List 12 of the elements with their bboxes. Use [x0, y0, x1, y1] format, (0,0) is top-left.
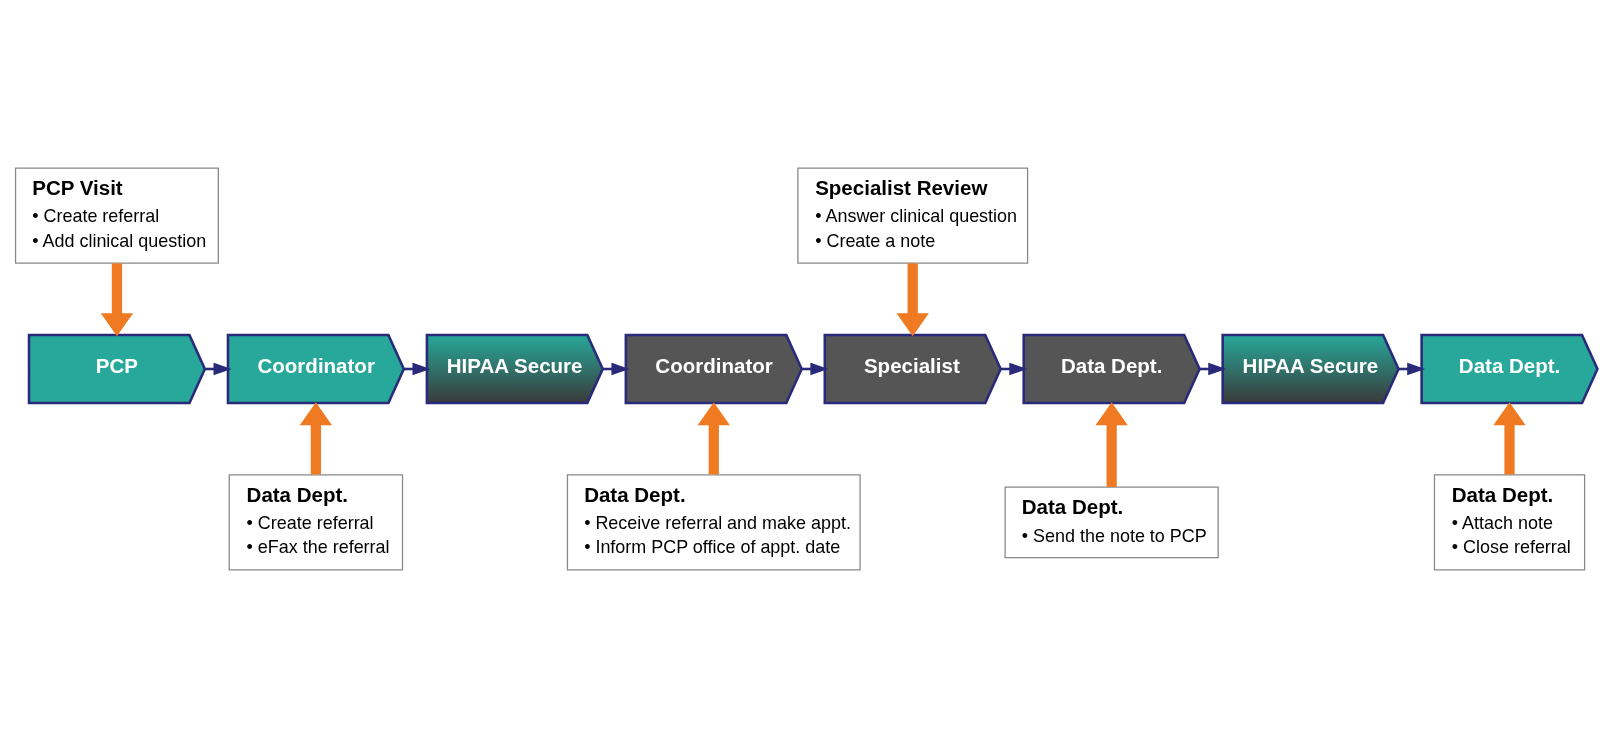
arrow [896, 262, 929, 336]
node-box: Data Dept. • Create referral • eFax the referral [228, 473, 403, 570]
node-box: Data Dept. • Send the note to PCP [1004, 485, 1219, 558]
arrow [1095, 401, 1128, 487]
node-box: Specialist Review • Answer clinical question • Create a note [796, 167, 1028, 264]
node-box: Data Dept. • Receive referral and make appt. • Inform PCP office of appt. date [566, 473, 861, 570]
arrow [1492, 401, 1526, 474]
node-box: PCP Visit • Create referral • Add clinical question [14, 167, 219, 264]
arrow [299, 401, 332, 474]
node-box: Data Dept. • Attach note • Close referral [1433, 473, 1585, 570]
arrow [697, 401, 730, 474]
arrow [100, 262, 133, 336]
